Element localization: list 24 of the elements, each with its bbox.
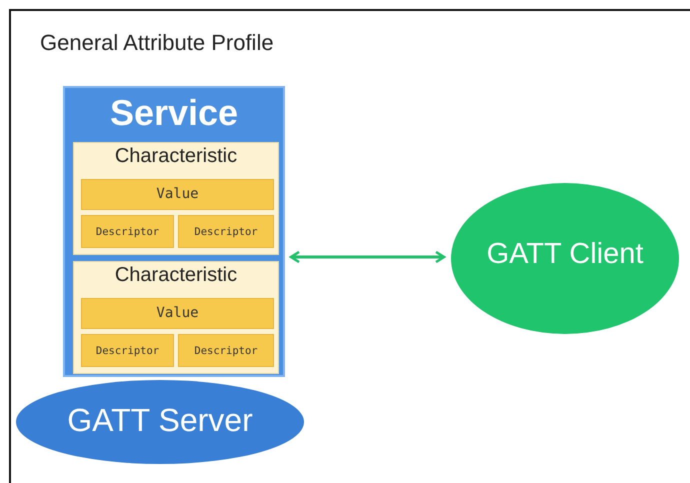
node-label: Value [155,186,200,202]
service-box [63,86,285,377]
node-label: Descriptor [94,345,160,357]
descriptor-box [81,334,174,367]
descriptor-box [178,215,274,248]
client-ellipse [450,182,680,335]
node-label: Descriptor [193,345,259,357]
node-label: Value [155,305,200,321]
diagram-title: General Attribute Profile [40,30,274,56]
node-label: GATT Server [66,402,254,439]
node-label: GATT Client [486,238,644,271]
node-label: Service [108,92,240,134]
node-label: Characteristic [114,145,238,168]
value-box [81,298,274,329]
node-label: Characteristic [114,264,238,287]
server-ellipse [15,379,305,465]
characteristic-box [73,261,279,374]
double-arrow [290,250,446,264]
value-box [81,179,274,210]
characteristic-box [73,142,279,255]
node-label: Descriptor [94,226,160,238]
descriptor-box [178,334,274,367]
descriptor-box [81,215,174,248]
node-label: Descriptor [193,226,259,238]
